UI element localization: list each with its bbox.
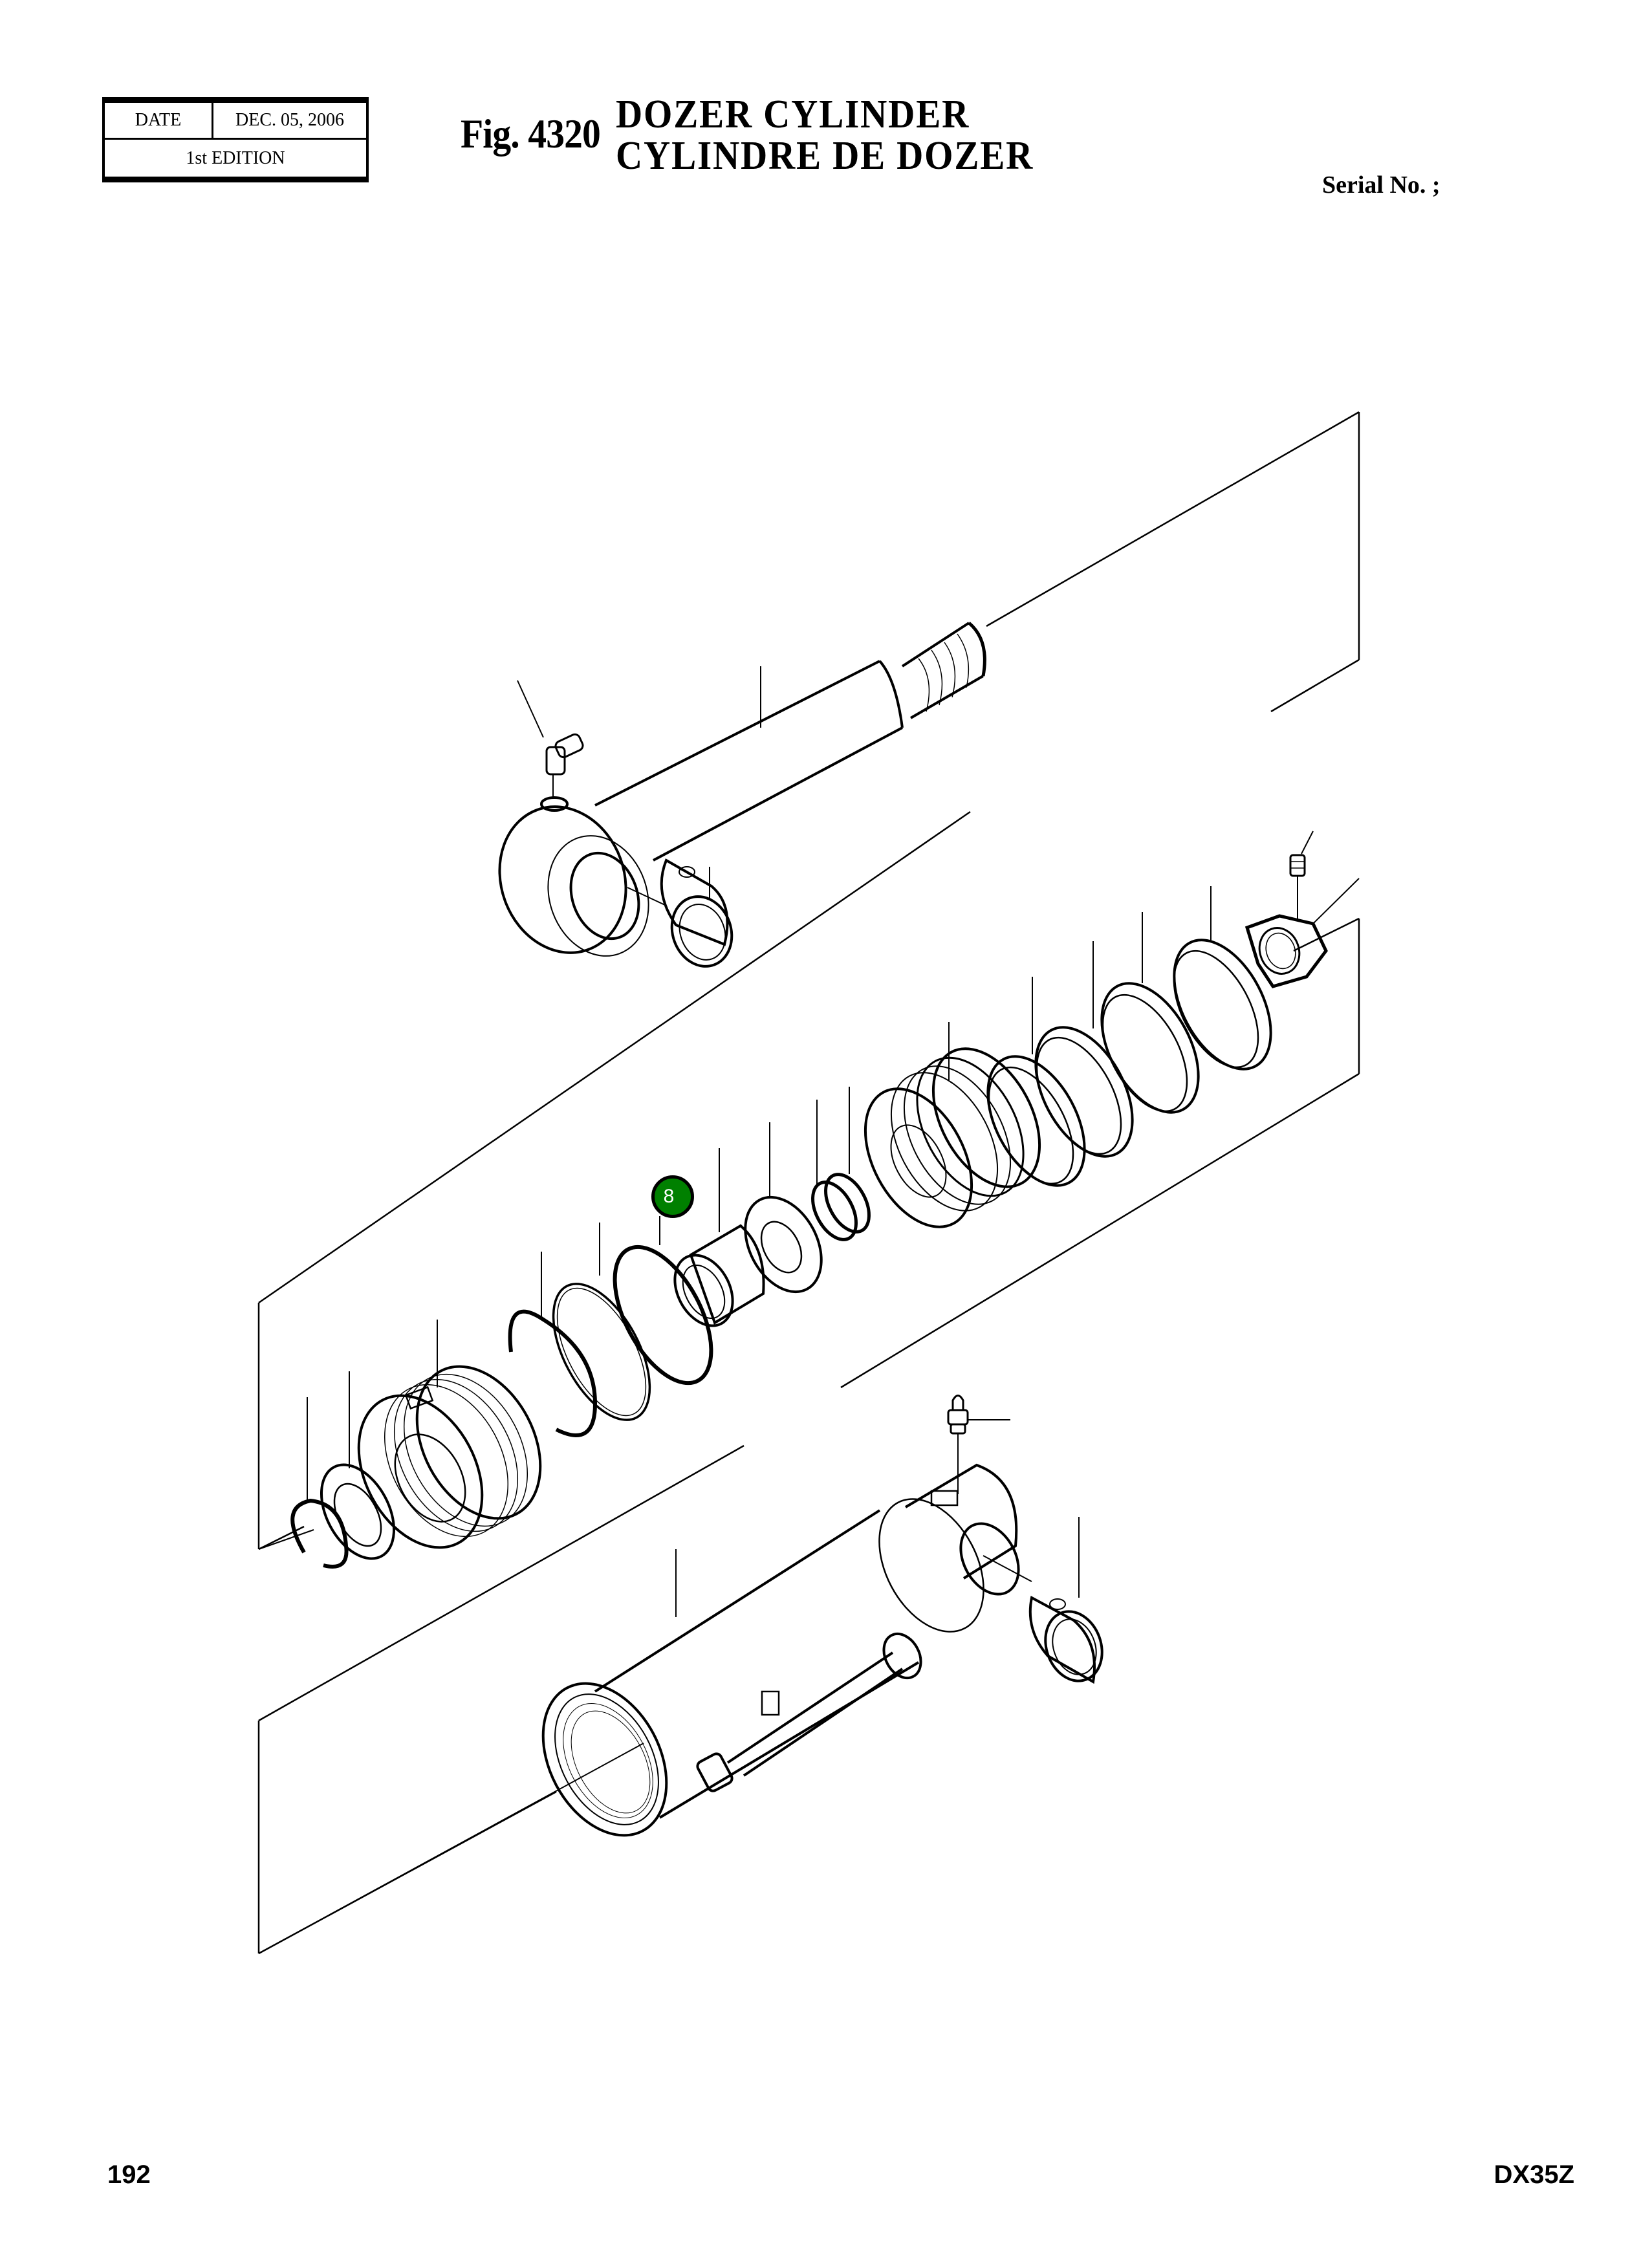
figure-number: Fig. 4320 [461,111,601,157]
page-title-french: CYLINDRE DE DOZER [616,134,1034,178]
backup-ring [552,1223,651,1421]
rod-gland [357,1320,542,1549]
cushion-washer [744,1122,823,1294]
date-edition-box: DATE DEC. 05, 2006 1st EDITION [102,97,369,182]
frame-lines [257,411,1360,1955]
grease-fitting-elbow [517,680,584,799]
piston-nut [1244,878,1360,988]
rod-eye-bushing [627,858,734,968]
edition-label: 1st EDITION [186,147,285,168]
set-screw [1289,831,1314,919]
spacer-collar [673,1148,765,1327]
dust-wiper [320,1371,396,1560]
o-ring-backup [811,1087,871,1241]
piston-rings-right [986,886,1272,1187]
grease-fitting-straight [947,1395,1010,1494]
cylinder-tube [258,1463,1020,1954]
page-title-english: DOZER CYLINDER [616,92,970,136]
page-number: 192 [107,2160,151,2189]
tube-bushing [983,1517,1103,1684]
snap-ring-large [508,1252,598,1437]
model-code: DX35Z [1494,2160,1575,2189]
piston-rod [498,622,986,957]
callout-label: 8 [663,1186,675,1207]
piston [864,1022,1041,1228]
date-value: DEC. 05, 2006 [213,103,366,140]
serial-number-label: Serial No. ; [1322,171,1440,199]
callout-marker-8[interactable]: 8 [651,1175,694,1218]
date-label: DATE [105,103,213,140]
snap-ring-small [258,1397,349,1569]
